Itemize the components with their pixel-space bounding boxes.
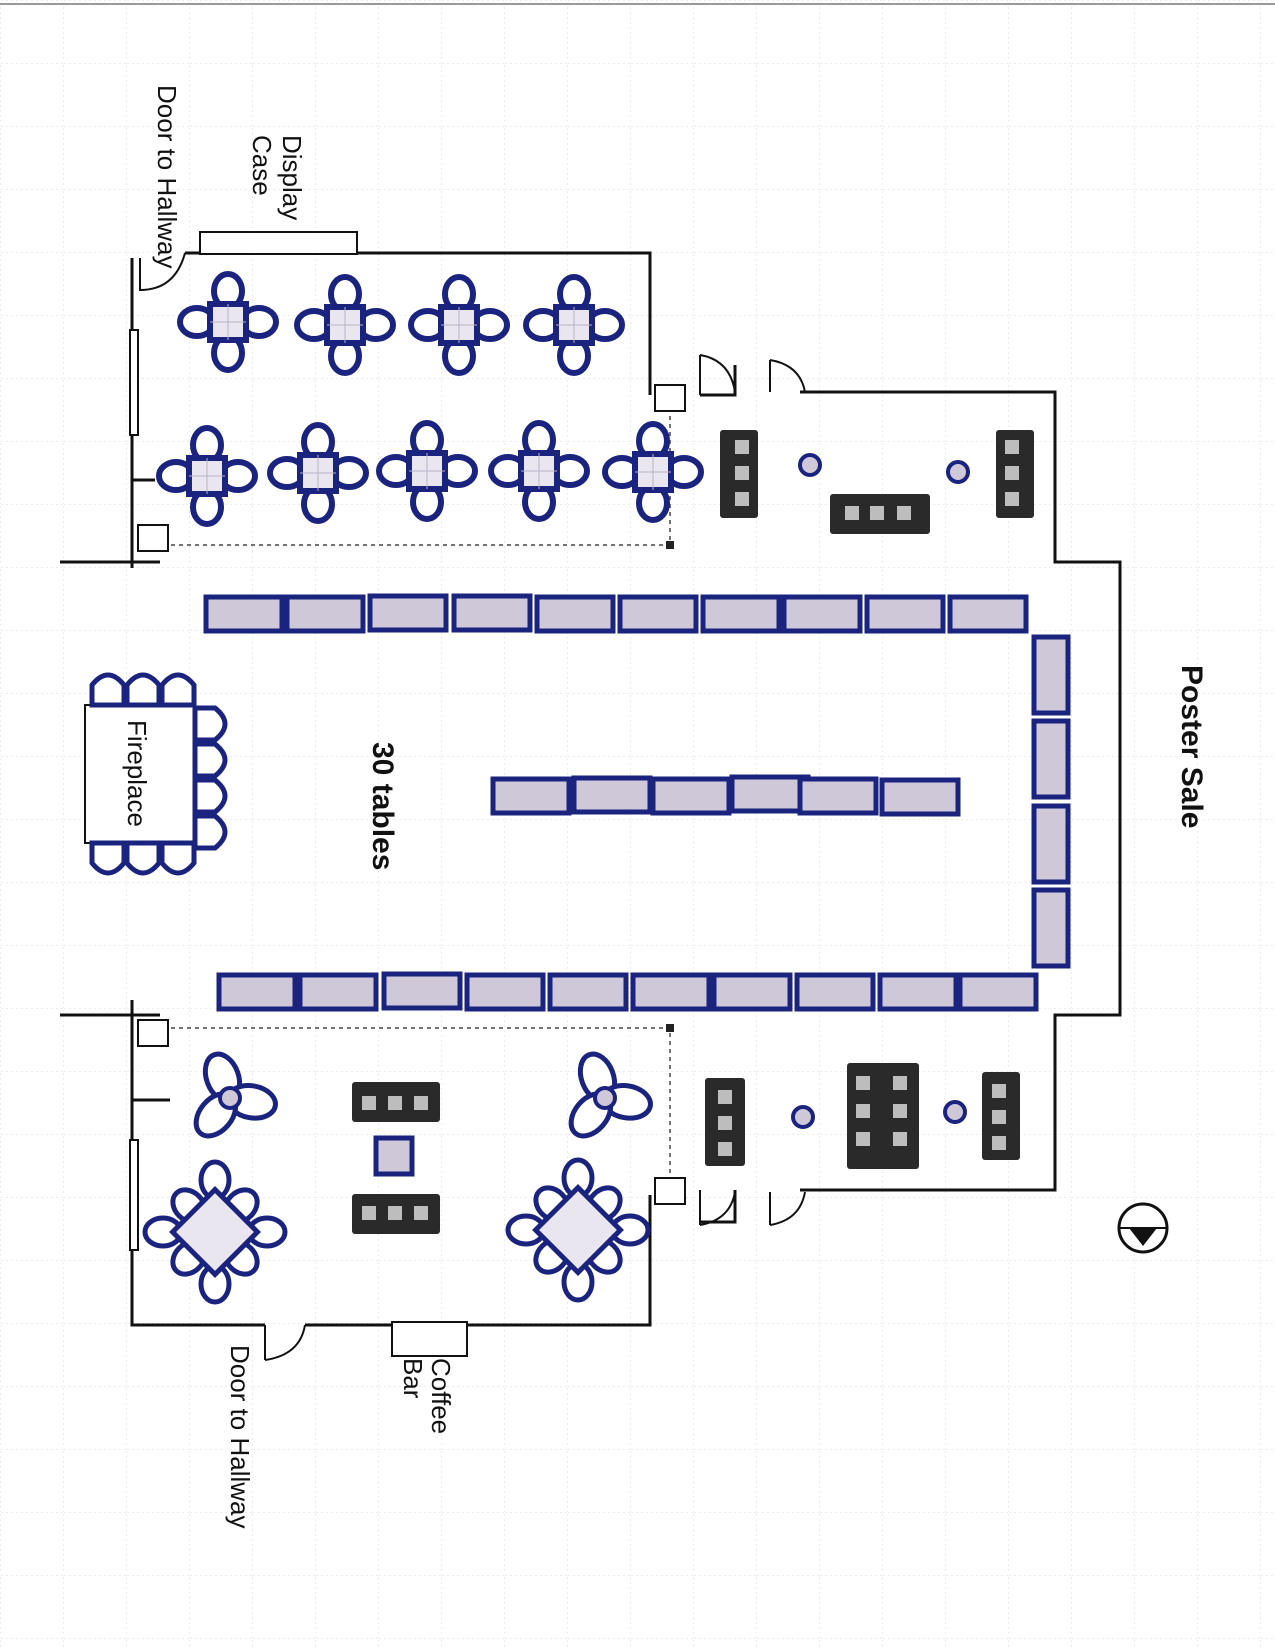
coffee-bar	[391, 1321, 468, 1357]
poster-sale-title: Poster Sale	[1175, 665, 1208, 828]
table-count-label: 30 tables	[366, 742, 399, 870]
display-case	[199, 231, 358, 255]
side-table	[791, 1105, 815, 1129]
fireplace-area	[84, 672, 228, 876]
display-case-label-line2: Case	[247, 135, 277, 196]
divider-post	[666, 541, 674, 549]
window-upper	[129, 329, 139, 436]
display-case-label-line1: Display	[277, 135, 307, 220]
door-swings	[139, 252, 806, 1361]
door-to-hallway-top-label: Door to Hallway	[152, 85, 182, 269]
fireplace-label: Fireplace	[122, 720, 152, 827]
sale-tables	[203, 593, 1071, 1012]
window-lower	[129, 1139, 139, 1251]
side-table	[798, 453, 822, 477]
coffee-bar-label-line2: Bar	[398, 1358, 428, 1399]
dark-furniture-cushions-lower	[362, 1076, 1006, 1220]
divider-post	[666, 1024, 674, 1032]
door-to-hallway-bottom-label: Door to Hallway	[225, 1345, 255, 1529]
side-table	[946, 460, 970, 484]
dark-furniture-cushions	[735, 440, 1019, 520]
compass-icon	[1117, 1202, 1169, 1254]
heaters	[137, 384, 686, 1205]
coffee-bar-label-line1: Coffee	[426, 1358, 456, 1434]
side-table	[943, 1100, 967, 1124]
coffee-table	[373, 1135, 415, 1177]
